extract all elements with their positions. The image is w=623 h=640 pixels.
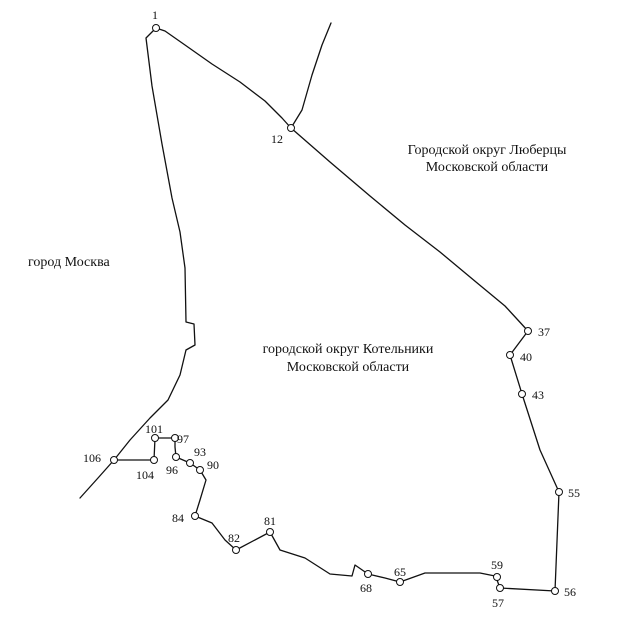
- vertex-56: [551, 587, 559, 595]
- vertex-37: [524, 327, 532, 335]
- vertex-label-65: 65: [394, 565, 406, 579]
- kotelniki-label-line1: городской округ Котельники: [263, 342, 434, 357]
- vertex-labels: 1 12 37 40 43 55 56 57 59 65 68 81 82 84…: [83, 8, 580, 610]
- lyubertsy-label-line1: Городской округ Люберцы: [408, 143, 567, 158]
- vertex-label-57: 57: [492, 596, 504, 610]
- vertex-43: [518, 390, 526, 398]
- vertex-90: [196, 466, 204, 474]
- vertex-label-82: 82: [228, 531, 240, 545]
- lyubertsy-moscow-boundary: [290, 22, 332, 129]
- vertex-97: [171, 434, 179, 442]
- vertex-40: [506, 351, 514, 359]
- vertex-104: [150, 456, 158, 464]
- vertex-label-55: 55: [568, 486, 580, 500]
- vertex-label-59: 59: [491, 558, 503, 572]
- vertex-81: [266, 528, 274, 536]
- vertex-label-96: 96: [166, 463, 178, 477]
- vertex-label-37: 37: [538, 325, 550, 339]
- vertex-label-40: 40: [520, 350, 532, 364]
- vertex-1: [152, 24, 160, 32]
- vertex-label-81: 81: [264, 514, 276, 528]
- vertex-label-104: 104: [136, 468, 154, 482]
- moscow-boundary: [79, 27, 196, 499]
- kotelniki-boundary: [113, 27, 560, 592]
- vertex-label-68: 68: [360, 581, 372, 595]
- vertex-84: [191, 512, 199, 520]
- vertex-106: [110, 456, 118, 464]
- vertex-label-90: 90: [207, 458, 219, 472]
- vertex-59: [493, 573, 501, 581]
- vertex-68: [364, 570, 372, 578]
- vertex-label-93: 93: [194, 445, 206, 459]
- vertex-label-97: 97: [177, 432, 189, 446]
- moscow-label: город Москва: [28, 255, 111, 270]
- vertex-label-43: 43: [532, 388, 544, 402]
- lyubertsy-label-line2: Московской области: [426, 160, 549, 175]
- vertex-93: [186, 459, 194, 467]
- vertex-55: [555, 488, 563, 496]
- vertex-82: [232, 546, 240, 554]
- vertex-label-1: 1: [152, 8, 158, 22]
- vertex-65: [396, 578, 404, 586]
- kotelniki-label-line2: Московской области: [287, 360, 410, 375]
- vertex-label-101: 101: [145, 422, 163, 436]
- vertex-57: [496, 584, 504, 592]
- vertex-markers: [110, 24, 563, 595]
- vertex-label-106: 106: [83, 451, 101, 465]
- vertex-101: [151, 434, 159, 442]
- region-labels: Городской округ Люберцы Московской облас…: [28, 143, 567, 375]
- vertex-label-56: 56: [564, 585, 576, 599]
- vertex-96: [172, 453, 180, 461]
- vertex-label-84: 84: [172, 511, 184, 525]
- vertex-label-12: 12: [271, 132, 283, 146]
- vertex-12: [287, 124, 295, 132]
